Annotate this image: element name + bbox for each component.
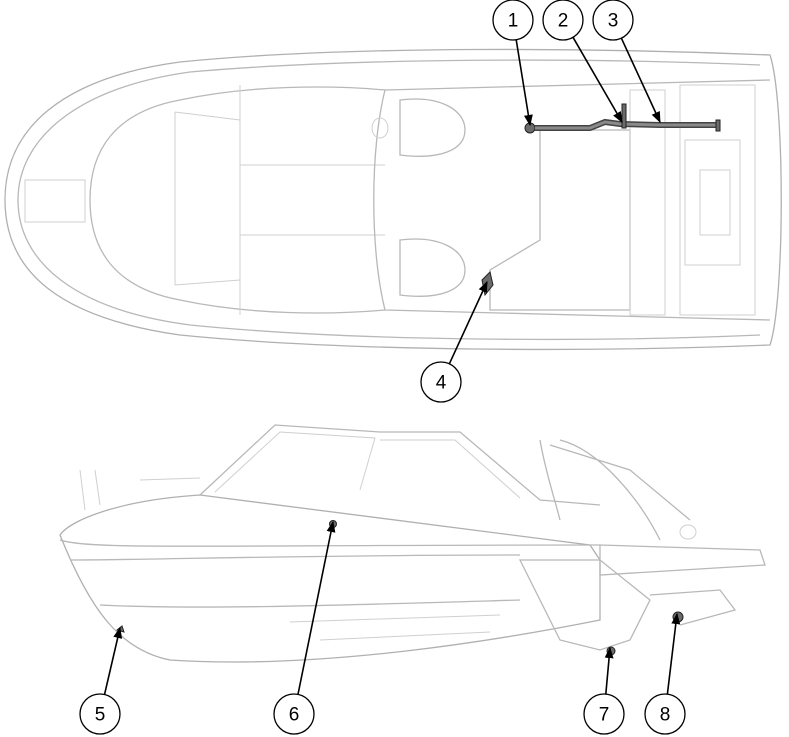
callout-circle bbox=[420, 361, 462, 403]
callout-leader-7 bbox=[604, 646, 614, 695]
callout-circle bbox=[583, 693, 625, 735]
boat-top-view bbox=[4, 48, 782, 351]
callout-number: 3 bbox=[608, 11, 619, 32]
callout-circle bbox=[644, 693, 686, 735]
callout-circle bbox=[79, 693, 121, 735]
callout-4: 4 bbox=[420, 361, 462, 403]
boat-side-view bbox=[59, 424, 766, 663]
callout-3: 3 bbox=[592, 0, 634, 41]
callout-number: 6 bbox=[289, 705, 300, 726]
callout-number: 2 bbox=[558, 11, 569, 32]
callout-circle bbox=[492, 0, 534, 41]
callout-number: 4 bbox=[436, 373, 447, 394]
callout-circle bbox=[542, 0, 584, 41]
callout-leader-5 bbox=[103, 626, 123, 695]
callout-8: 8 bbox=[644, 693, 686, 735]
callout-number: 5 bbox=[95, 705, 106, 726]
callout-5: 5 bbox=[79, 693, 121, 735]
callout-leader-2 bbox=[572, 36, 623, 123]
callout-1: 1 bbox=[492, 0, 534, 41]
callout-leader-1 bbox=[515, 39, 533, 127]
callout-leader-8 bbox=[666, 612, 681, 695]
callout-number: 7 bbox=[599, 705, 610, 726]
callout-leader-3 bbox=[620, 37, 661, 124]
callout-6: 6 bbox=[273, 693, 315, 735]
callout-leader-6 bbox=[297, 520, 336, 695]
callout-circle bbox=[273, 693, 315, 735]
callout-2: 2 bbox=[542, 0, 584, 41]
callout-number: 8 bbox=[660, 705, 671, 726]
callout-leader-4 bbox=[448, 280, 488, 365]
callout-7: 7 bbox=[583, 693, 625, 735]
callout-number: 1 bbox=[508, 11, 519, 32]
callout-circle bbox=[592, 0, 634, 41]
